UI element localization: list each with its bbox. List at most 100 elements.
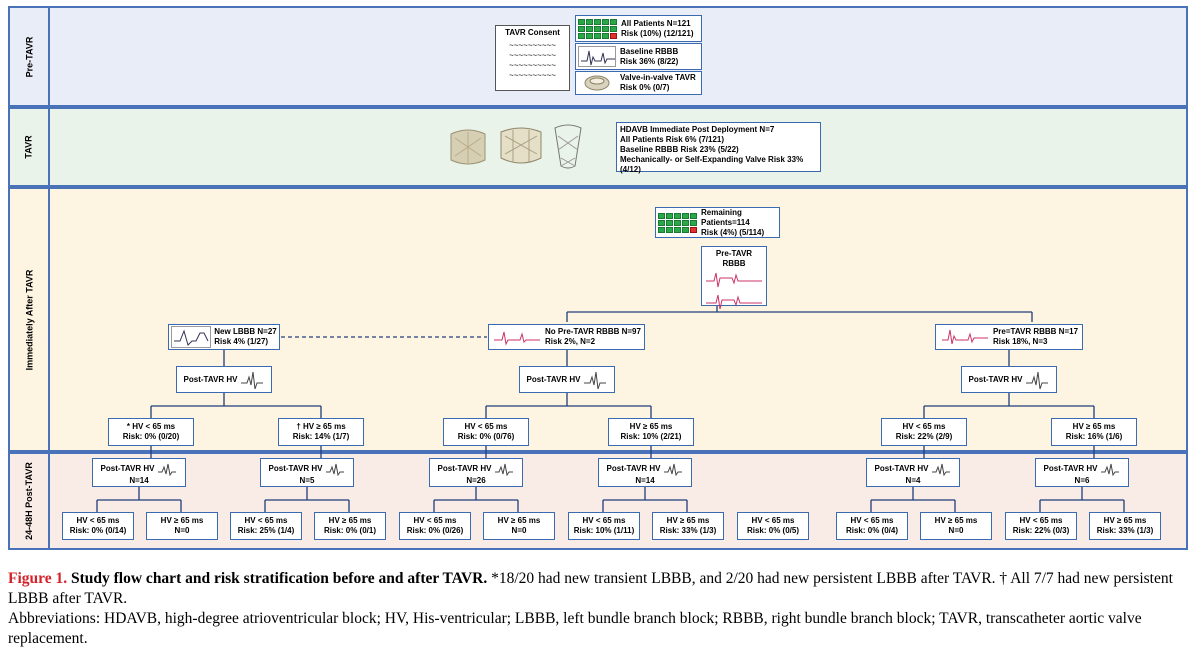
final-l1: HV ≥ 65 ms (1103, 516, 1147, 525)
post-24h-n: N=5 (299, 476, 315, 485)
new-lbbb-l2: Risk 4% (1/27) (214, 337, 269, 346)
hdavb-l2: All Patients Risk 6% (7/121) (620, 135, 725, 144)
caption-abbreviations: Abbreviations: HDAVB, high-degree atriov… (8, 610, 1142, 647)
hv-ecg-icon (241, 371, 264, 389)
final-l1: HV ≥ 65 ms (934, 516, 978, 525)
final-l1: HV < 65 ms (751, 516, 795, 525)
hv-split-l2: Risk: 0% (0/76) (457, 432, 515, 441)
hv-ecg-icon (158, 463, 177, 476)
pre-all-l1: All Patients N=121 (621, 18, 691, 28)
patient-grid-icon (658, 212, 697, 233)
final-l2: N=0 (948, 526, 964, 535)
band-immediately-after: Immediately After TAVR (8, 187, 1188, 452)
hdavb-box: HDAVB Immediate Post Deployment N=7 All … (616, 122, 821, 174)
hv-split-l1: HV ≥ 65 ms (1072, 422, 1116, 431)
no-rbbb-l1: No Pre-TAVR RBBB N=97 (545, 327, 641, 336)
final-l1: HV < 65 ms (244, 516, 288, 525)
final-l2: N=0 (511, 526, 527, 535)
caption-main: Figure 1. Study flow chart and risk stra… (8, 569, 1196, 609)
post-hv-label: Post-TAVR HV (183, 374, 238, 384)
final-l2: Risk: 0% (0/14) (69, 526, 127, 535)
post-24h-label: Post-TAVR HV (1043, 464, 1098, 473)
post-24h-n: N=14 (635, 476, 655, 485)
remaining-l1: Remaining Patients=114 (701, 207, 750, 227)
final-l2: Risk: 0% (0/1) (323, 526, 377, 535)
band-tavr: TAVR (8, 107, 1188, 187)
final-l2: Risk: 0% (0/5) (746, 526, 800, 535)
final-l1: HV ≥ 65 ms (328, 516, 372, 525)
pre-rbbb-l2: Risk 36% (8/22) (620, 56, 679, 66)
ecg-normal-icon (494, 331, 541, 346)
ecg-rbbb-icon (941, 329, 988, 345)
post-tavr-hv-box: Post-TAVR HV (519, 366, 615, 393)
pre-viv-l1: Valve-in-valve TAVR (620, 73, 696, 82)
hv-split-l2: Risk: 16% (1/6) (1065, 432, 1123, 441)
hv-split-l2: Risk: 10% (2/21) (620, 432, 682, 441)
pre-all-l2: Risk (10%) (12/121) (621, 28, 694, 38)
consent-scribble-1: ~~~~~~~~~~ (509, 41, 556, 50)
balloon-valve-icon (450, 129, 486, 165)
hv-split-l1: HV < 65 ms (464, 422, 508, 431)
hv-split-l2: Risk: 0% (0/20) (122, 432, 180, 441)
post-tavr-hv-box: Post-TAVR HV (176, 366, 272, 393)
consent-scribble-4: ~~~~~~~~~~ (509, 71, 556, 80)
final-l2: Risk: 33% (1/3) (659, 526, 717, 535)
ecg-lbbb-icon (171, 326, 212, 348)
post-24h-label: Post-TAVR HV (606, 464, 661, 473)
pre-rbbb-l1: Baseline RBBB (620, 46, 679, 56)
final-l1: HV ≥ 65 ms (497, 516, 541, 525)
pre-tavr-rbbb-title: Pre-TAVR RBBB (715, 249, 753, 268)
pre-tavr-rbbb-box: Pre-TAVR RBBB (701, 246, 767, 310)
final-l1: HV < 65 ms (76, 516, 120, 525)
post-24h-hv-box: Post-TAVR HV N=6 (1035, 458, 1129, 487)
tavr-valves-image (450, 124, 582, 169)
hv-ecg-icon (932, 463, 951, 476)
post-tavr-hv-box: Post-TAVR HV (961, 366, 1057, 393)
remaining-l2: Risk (4%) (5/114) (701, 227, 765, 237)
final-l2: Risk: 10% (1/11) (573, 526, 635, 535)
hv-split-l1: † HV ≥ 65 ms (296, 422, 346, 431)
caption-figure-number: Figure 1. (8, 570, 68, 587)
final-l2: Risk: 0% (0/26) (406, 526, 464, 535)
post-24h-n: N=6 (1074, 476, 1090, 485)
hv-ecg-icon (664, 463, 683, 476)
final-l2: Risk: 22% (0/3) (1012, 526, 1070, 535)
post-hv-label: Post-TAVR HV (968, 374, 1023, 384)
final-l1: HV ≥ 65 ms (666, 516, 710, 525)
post-hv-label: Post-TAVR HV (526, 374, 581, 384)
final-l2: Risk: 0% (0/4) (845, 526, 899, 535)
final-l1: HV < 65 ms (413, 516, 457, 525)
final-l1: HV < 65 ms (582, 516, 626, 525)
hv-ecg-icon (495, 463, 514, 476)
self-expanding-valve-icon (500, 127, 542, 164)
tavr-consent-box: TAVR Consent ~~~~~~~~~~ ~~~~~~~~~~ ~~~~~… (495, 25, 570, 91)
final-l2: Risk: 33% (1/3) (1096, 526, 1154, 535)
ecg-rbbb-icon (706, 272, 762, 310)
post-24h-n: N=14 (129, 476, 149, 485)
